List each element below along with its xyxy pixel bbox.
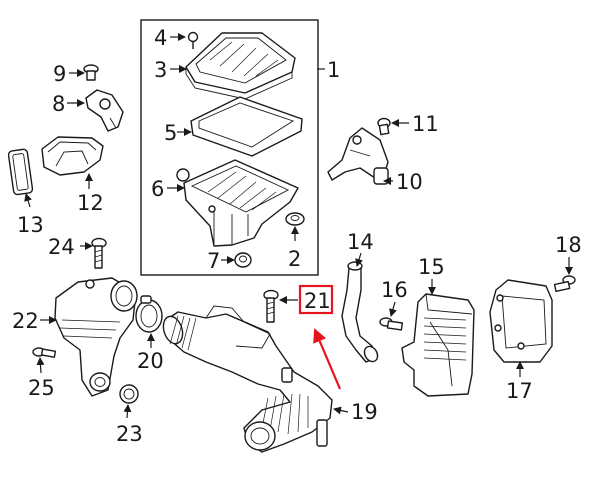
part-8-bracket [85,89,124,132]
part-9-bolt [83,64,99,81]
callout-19[interactable]: 19 [351,400,378,424]
part-17-bracket [489,279,553,363]
callout-20[interactable]: 20 [137,349,164,373]
part-23-oring [119,384,139,404]
part-3-cover [185,32,296,100]
callout-14[interactable]: 14 [347,230,374,254]
part-13-gasket [7,148,34,196]
callout-23[interactable]: 23 [116,422,143,446]
part-5-filter [190,96,303,157]
part-7-grommet [234,252,252,268]
part-2-grommet [285,212,305,226]
part-22-resonator [54,277,138,397]
part-25-bolt [32,347,57,358]
part-18-bolt [553,275,576,293]
callout-21[interactable]: 21 [304,289,331,313]
callout-4[interactable]: 4 [154,26,167,50]
callout-10[interactable]: 10 [396,170,423,194]
callout-24[interactable]: 24 [48,235,75,259]
callout-16[interactable]: 16 [381,278,408,302]
callout-5[interactable]: 5 [164,121,177,145]
callout-8[interactable]: 8 [52,92,65,116]
callout-12[interactable]: 12 [77,191,104,215]
callout-9[interactable]: 9 [53,62,66,86]
part-16-bolt [379,317,404,331]
highlight-arrow [313,328,342,390]
part-21-bolt [263,289,279,323]
callout-labels: 1 2 3 4 5 6 7 8 9 10 11 12 13 14 15 16 1… [12,26,582,446]
part-6-housing [176,159,299,247]
highlight-box [298,284,334,315]
part-14-hose [341,261,379,363]
assembly-frame [140,19,319,276]
part-12-duct [41,136,104,176]
highlight-21[interactable]: 21 [298,284,342,390]
callout-3[interactable]: 3 [154,58,167,82]
leader-lines [24,33,573,419]
callout-1[interactable]: 1 [327,58,340,82]
part-10-sensor [327,127,389,185]
callout-6[interactable]: 6 [151,177,164,201]
callout-2[interactable]: 2 [288,247,301,271]
callout-25[interactable]: 25 [28,376,55,400]
part-24-bolt [91,237,107,269]
callout-17[interactable]: 17 [506,379,533,403]
part-20-clamp [135,295,163,333]
callout-13[interactable]: 13 [17,213,44,237]
callout-15[interactable]: 15 [418,255,445,279]
part-19-intake-duct [162,305,333,453]
part-4-bolt [187,31,199,49]
part-15-module [401,293,475,397]
callout-7[interactable]: 7 [207,249,220,273]
callout-11[interactable]: 11 [412,112,439,136]
part-11-bolt [377,117,391,136]
callout-22[interactable]: 22 [12,309,39,333]
callout-18[interactable]: 18 [555,233,582,257]
